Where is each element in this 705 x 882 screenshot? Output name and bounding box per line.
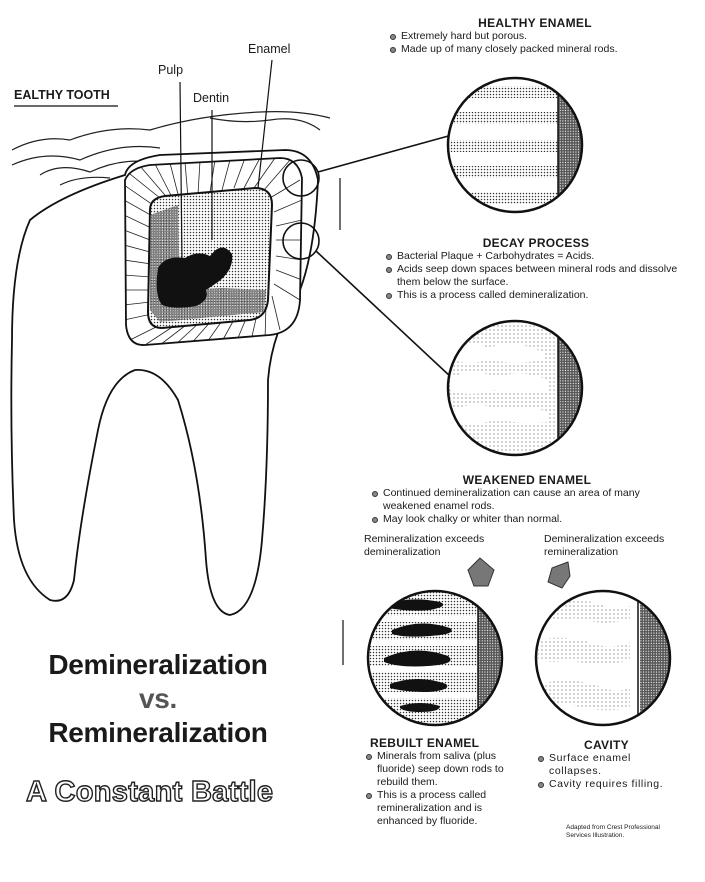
cavity-section: CAVITY Surface enamel collapses. Cavity … — [538, 738, 678, 791]
healthy-enamel-circle — [448, 78, 582, 212]
enamel-pointer — [257, 59, 273, 189]
headline: Demineralization vs. Remineralization — [20, 648, 296, 750]
headline-line-1: Demineralization — [48, 649, 268, 680]
pulp-pointer — [179, 81, 183, 263]
headline-line-3: Remineralization — [48, 717, 268, 748]
pulp-region — [156, 247, 233, 308]
rebuilt-title: REBUILT ENAMEL — [370, 736, 480, 750]
decay-process-section: DECAY PROCESS Bacterial Plaque + Carbohy… — [386, 236, 686, 302]
cavity-title: CAVITY — [584, 738, 629, 752]
rebuilt-point-2: This is a process called remineralizatio… — [366, 789, 516, 828]
weakened-title: WEAKENED ENAMEL — [462, 473, 592, 487]
headline-line-2: vs. — [138, 683, 178, 714]
decay-point-1: Bacterial Plaque + Carbohydrates = Acids… — [386, 250, 686, 263]
pulp-label: Pulp — [158, 63, 184, 77]
callout-line-healthy — [317, 134, 453, 173]
healthy-point-2: Made up of many closely packed mineral r… — [390, 43, 680, 56]
callout-line-decay — [315, 250, 453, 379]
enamel-outline — [124, 157, 303, 346]
demineralization-condition: Demineralization exceeds remineralizatio… — [544, 533, 665, 558]
tagline: A Constant Battle — [25, 775, 274, 808]
decay-circle — [448, 321, 582, 455]
dentin-label: Dentin — [193, 91, 230, 105]
decay-point-3: This is a process called demineralizatio… — [386, 289, 686, 302]
healthy-enamel-title: HEALTHY ENAMEL — [478, 16, 592, 30]
cavity-point-2: Cavity requires filling. — [538, 778, 678, 791]
decay-title: DECAY PROCESS — [482, 236, 590, 250]
weakened-point-1: Continued demineralization can cause an … — [372, 487, 682, 513]
credit-note: Adapted from Crest Professional Services… — [566, 824, 660, 839]
cavity-circle — [536, 591, 670, 725]
enamel-label: Enamel — [248, 42, 291, 56]
zoom-marker-bottom — [282, 222, 320, 260]
weakened-enamel-section: WEAKENED ENAMEL Continued demineralizati… — [372, 473, 682, 526]
decay-point-2: Acids seep down spaces between mineral r… — [386, 263, 686, 289]
tooth-title: EALTHY TOOTH — [14, 88, 110, 102]
gum-lines — [11, 111, 331, 186]
rebuilt-point-1: Minerals from saliva (plus fluoride) see… — [366, 750, 516, 789]
cavity-point-1: Surface enamel collapses. — [538, 752, 678, 778]
rebuilt-enamel-section: REBUILT ENAMEL Minerals from saliva (plu… — [366, 736, 516, 828]
arrow-rebuilt — [467, 557, 495, 587]
weakened-point-2: May look chalky or whiter than normal. — [372, 513, 682, 526]
remineralization-condition: Remineralization exceeds demineralizatio… — [364, 533, 485, 558]
healthy-point-1: Extremely hard but porous. — [390, 30, 680, 43]
healthy-enamel-section: HEALTHY ENAMEL Extremely hard but porous… — [390, 16, 680, 56]
rebuilt-enamel-circle — [368, 591, 502, 725]
zoom-marker-top — [282, 159, 320, 197]
arrow-cavity — [547, 561, 571, 589]
